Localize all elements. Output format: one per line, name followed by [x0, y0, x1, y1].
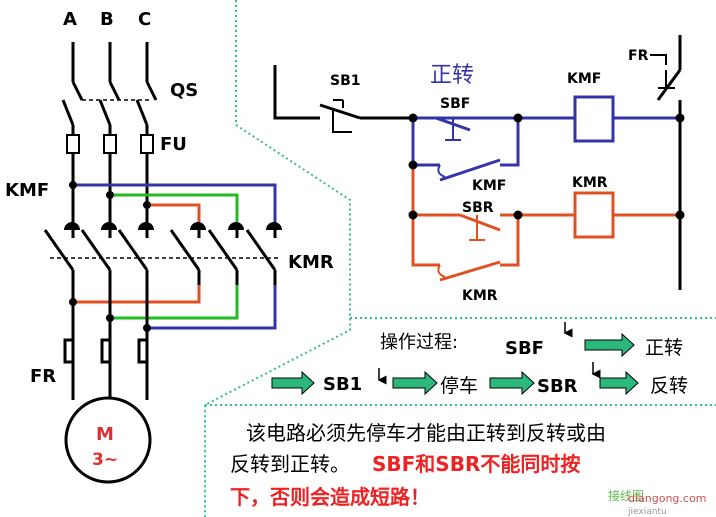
- note-line3-red: 下，否则会造成短路！: [230, 485, 430, 509]
- watermark-domain2: diangong.com: [628, 492, 706, 505]
- thermal-relay-element: [63, 338, 147, 364]
- stop-button-label: SB1: [330, 73, 361, 89]
- contactor-reverse-label: KMR: [288, 252, 334, 273]
- reversing-wiring: [73, 183, 277, 330]
- contact-arcs: [64, 222, 282, 230]
- motor-phase: 3~: [92, 450, 118, 470]
- procedure-sbf: SBF: [505, 338, 544, 359]
- power-circuit: [61, 42, 158, 228]
- fr-contact-label: FR: [628, 48, 649, 64]
- procedure-text: 操作过程: SBF 正转 SB1 停车 SBR 反转: [323, 332, 688, 397]
- motor: [64, 396, 152, 484]
- arrow-start: [271, 370, 315, 396]
- forward-title: 正转: [430, 63, 474, 88]
- phase-a-label: A: [63, 9, 77, 30]
- arrow-to-stop: [392, 370, 438, 396]
- junction-dots: [69, 181, 151, 332]
- watermark-domain: jiexiantu: [627, 507, 667, 517]
- arrow-to-sbr: [489, 370, 535, 396]
- procedure-sb1: SB1: [323, 374, 362, 395]
- procedure-label: 操作过程:: [380, 332, 458, 353]
- control-labels: SB1 正转 SBF KMF FR KMF KMR SBR KMR: [330, 48, 649, 304]
- arrow-to-forward: [584, 332, 635, 358]
- control-junctions: [408, 113, 685, 220]
- watermark-text: 接线图: [608, 488, 644, 503]
- procedure-sbr: SBR: [537, 376, 578, 397]
- switch-label: QS: [170, 80, 198, 101]
- phase-b-label: B: [100, 9, 114, 30]
- reverse-coil-label: KMR: [572, 175, 608, 191]
- note-line2-red: SBF和SBR不能同时按: [372, 452, 580, 476]
- forward-button-label: SBF: [440, 96, 470, 112]
- procedure-reverse-result: 反转: [650, 375, 688, 397]
- procedure-stop-result: 停车: [440, 375, 478, 397]
- motor-letter: M: [96, 424, 114, 445]
- arrow-to-reverse: [599, 370, 639, 396]
- note-line2-black: 反转到正转。: [230, 452, 350, 476]
- reverse-holding-label: KMR: [462, 288, 498, 304]
- main-contacts: [43, 228, 280, 400]
- note-line1: 该电路必须先停车才能由正转到反转或由: [246, 421, 606, 445]
- thermal-relay-label: FR: [30, 366, 56, 387]
- reverse-button-label: SBR: [462, 200, 494, 216]
- contactor-forward-label: KMF: [5, 180, 49, 201]
- procedure-forward-result: 正转: [645, 337, 683, 359]
- fuse-label: FU: [160, 134, 187, 155]
- warning-note: 该电路必须先停车才能由正转到反转或由 反转到正转。 SBF和SBR不能同时按 下…: [230, 421, 606, 509]
- forward-holding-label: KMF: [472, 178, 506, 194]
- forward-coil-label: KMF: [567, 71, 601, 87]
- watermark: 接线图 diangong.com jiexiantu: [608, 488, 706, 517]
- control-circuit: [273, 35, 682, 290]
- section-divider: [204, 0, 716, 517]
- phase-c-label: C: [138, 9, 151, 30]
- press-indicators: [377, 322, 601, 385]
- procedure-arrows: [271, 332, 639, 396]
- power-labels: A B C QS FU KMF KMR FR M 3~: [5, 9, 334, 470]
